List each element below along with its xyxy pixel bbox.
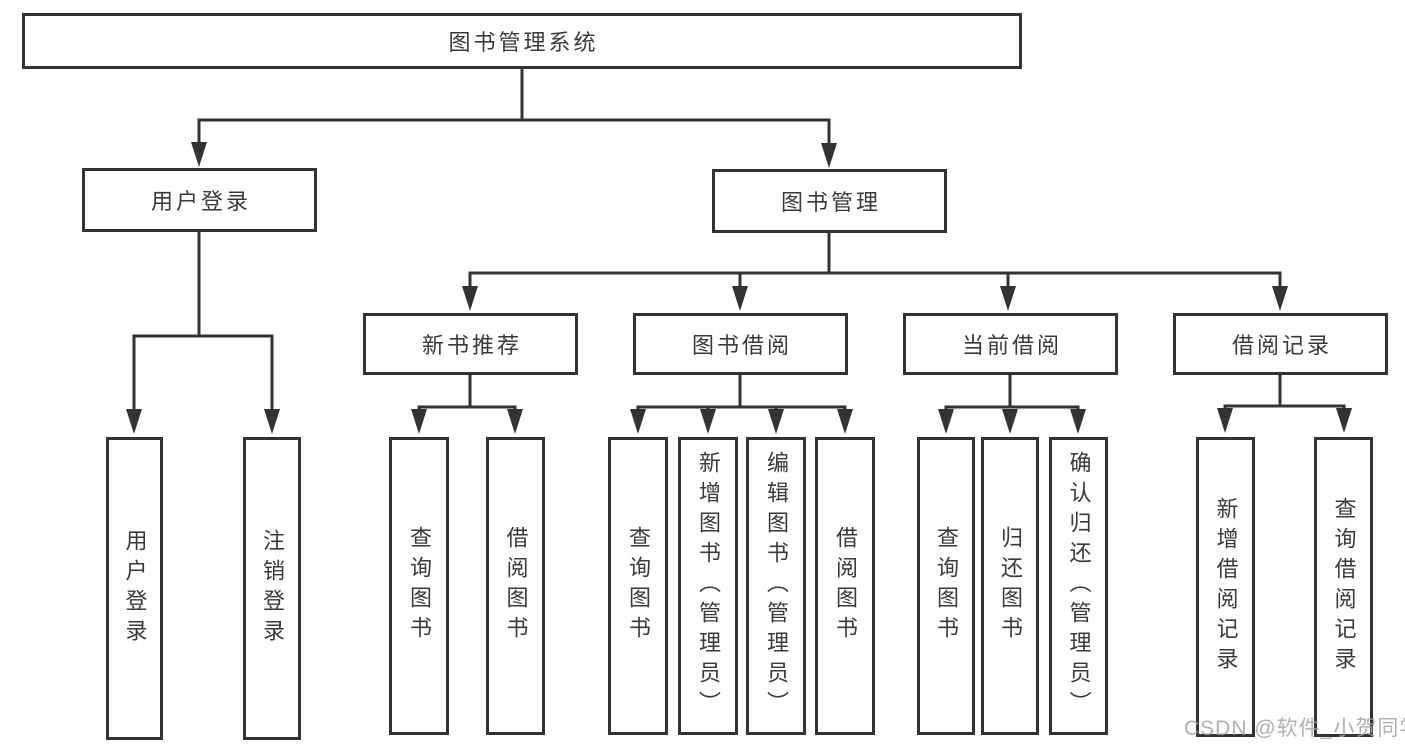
csdn-watermark: CSDN @软件_小贺同学 [1184,717,1405,740]
leaf-bb-query-books-label: 查询图书 [626,526,651,646]
node-user-login: 用户登录 [82,168,317,232]
arrowheads [126,142,1352,434]
leaf-rec-borrow-books: 借阅图书 [486,437,545,735]
leaf-cb-query-books: 查询图书 [917,437,975,735]
leaf-bb-add-books-admin-label: 新增图书（管理员） [696,451,721,721]
leaf-bb-query-books: 查询图书 [608,437,668,735]
node-user-login-label: 用户登录 [150,189,251,214]
leaf-br-query-record: 查询借阅记录 [1314,437,1373,737]
leaf-bb-edit-books-admin: 编辑图书（管理员） [746,437,806,735]
node-root: 图书管理系统 [22,13,1022,69]
leaf-br-add-record-label: 新增借阅记录 [1213,497,1239,677]
node-book-borrowing-label: 图书借阅 [691,333,792,358]
leaf-bb-add-books-admin: 新增图书（管理员） [678,437,738,735]
node-book-management: 图书管理 [712,169,947,233]
leaf-cb-query-books-label: 查询图书 [934,526,959,646]
leaf-br-add-record: 新增借阅记录 [1196,437,1255,737]
leaf-cb-return-books: 归还图书 [981,437,1039,735]
leaf-rec-borrow-books-label: 借阅图书 [503,526,529,646]
node-new-book-recommend: 新书推荐 [363,313,578,375]
leaf-rec-query-books: 查询图书 [389,437,449,735]
leaf-user-login-label: 用户登录 [122,528,148,649]
leaf-logout: 注销登录 [243,437,301,740]
node-root-label: 图书管理系统 [448,30,599,55]
leaf-cb-confirm-return-admin: 确认归还（管理员） [1049,437,1108,735]
node-book-management-label: 图书管理 [780,190,881,215]
leaf-cb-confirm-return-admin-label: 确认归还（管理员） [1066,451,1092,721]
node-book-borrowing: 图书借阅 [633,313,848,375]
node-borrowing-records: 借阅记录 [1173,313,1388,375]
leaf-logout-label: 注销登录 [260,528,285,649]
leaf-rec-query-books-label: 查询图书 [407,526,432,646]
leaf-bb-borrow-books: 借阅图书 [815,437,875,735]
leaf-cb-return-books-label: 归还图书 [998,526,1023,646]
node-current-borrowing: 当前借阅 [903,313,1118,375]
node-new-book-recommend-label: 新书推荐 [421,333,522,358]
node-borrowing-records-label: 借阅记录 [1231,333,1332,358]
node-current-borrowing-label: 当前借阅 [961,333,1062,358]
leaf-br-query-record-label: 查询借阅记录 [1331,497,1357,677]
leaf-bb-borrow-books-label: 借阅图书 [833,526,858,646]
leaf-user-login: 用户登录 [106,437,163,740]
leaf-bb-edit-books-admin-label: 编辑图书（管理员） [764,451,789,721]
